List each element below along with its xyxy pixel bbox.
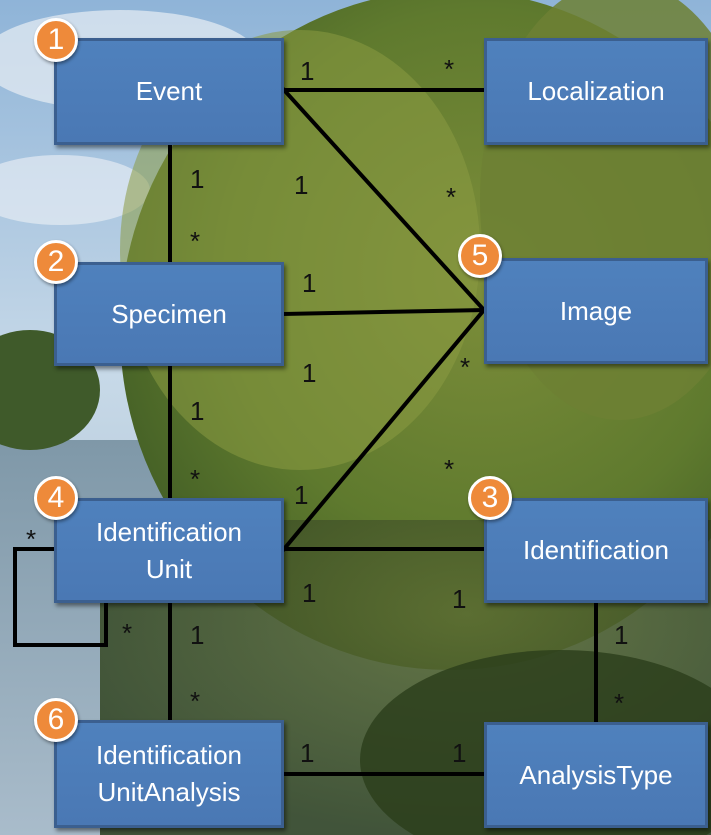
analysis-type-label: AnalysisType	[519, 759, 673, 790]
multiplicity-label: *	[190, 464, 201, 494]
multiplicity-label: 1	[452, 738, 467, 768]
identification-unit-analysis-label-line1: Identification	[96, 740, 242, 770]
localization-box[interactable]: Localization	[484, 38, 708, 145]
event-image-line	[281, 87, 487, 313]
multiplicity-label: 1	[614, 620, 629, 650]
multiplicity-label: 1	[294, 170, 309, 200]
multiplicity-label: 1	[294, 480, 309, 510]
badge-image: 5	[458, 234, 502, 278]
multiplicity-label: 1	[302, 268, 317, 298]
specimen-label: Specimen	[111, 298, 227, 329]
multiplicity-label: 1	[300, 738, 315, 768]
multiplicity-label: 1	[190, 396, 205, 426]
image-label: Image	[559, 295, 633, 326]
multiplicity-label: *	[614, 688, 625, 718]
analysis-type-box[interactable]: AnalysisType	[484, 722, 708, 828]
identification-unit-label-line2: Unit	[145, 553, 193, 584]
event-box[interactable]: Event	[54, 38, 284, 145]
localization-label: Localization	[527, 76, 665, 106]
badge-identification: 3	[468, 476, 512, 520]
badge-specimen: 2	[34, 240, 78, 284]
identification-unit-label-line1: Identification	[96, 516, 242, 547]
multiplicity-label: *	[444, 454, 455, 484]
event-label: Event	[135, 76, 203, 106]
multiplicity-label: 1	[190, 164, 205, 194]
multiplicity-label: *	[26, 524, 37, 554]
identification-label: Identification	[523, 535, 669, 565]
identification-unit-analysis-label-line2: UnitAnalysis	[97, 777, 241, 807]
multiplicity-label: 1	[302, 578, 317, 608]
specimen-box[interactable]: Specimen	[54, 262, 284, 366]
badge-identification-unit-analysis: 6	[34, 698, 78, 742]
multiplicity-label: *	[190, 226, 201, 256]
idunit-self-loop	[13, 547, 108, 647]
identification-box[interactable]: Identification	[484, 498, 708, 603]
multiplicity-label: 1	[190, 620, 205, 650]
multiplicity-label: 1	[452, 584, 467, 614]
multiplicity-label: *	[444, 54, 455, 84]
image-box[interactable]: Image	[484, 258, 708, 364]
multiplicity-label: *	[122, 618, 133, 648]
multiplicity-label: 1	[302, 358, 317, 388]
identification-unit-box[interactable]: Identification Unit	[54, 498, 284, 603]
multiplicity-label: *	[460, 352, 471, 382]
badge-event: 1	[34, 18, 78, 62]
specimen-image-line	[281, 307, 487, 317]
multiplicity-label: *	[446, 182, 457, 212]
badge-identification-unit: 4	[34, 476, 78, 520]
identification-unit-analysis-box[interactable]: Identification UnitAnalysis	[54, 720, 284, 828]
multiplicity-label: 1	[300, 56, 315, 86]
idunit-image-line	[281, 307, 487, 552]
multiplicity-label: *	[190, 686, 201, 716]
